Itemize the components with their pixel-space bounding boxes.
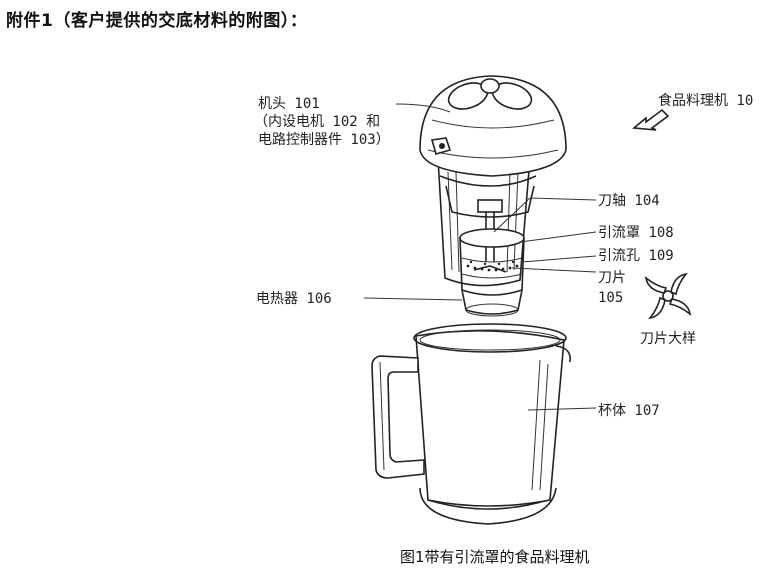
label-cup: 杯体 107 [598,403,660,419]
label-blade-detail: 刀片大样 [640,331,696,347]
label-shaft: 刀轴 104 [598,193,660,209]
page-heading: 附件1（客户提供的交底材料的附图）： [6,11,308,31]
label-hood: 引流罩 108 [598,225,674,241]
label-blade-number: 105 [598,290,624,306]
machine-head [419,75,567,287]
heater [461,289,523,317]
label-hole: 引流孔 109 [598,248,674,264]
label-heater: 电热器 106 [256,291,332,307]
figure-caption: 图1带有引流罩的食品料理机 [400,548,590,566]
leader-lines [363,103,597,411]
label-head-motor: （内设电机 102 和 [254,114,381,130]
cup-body [371,323,572,525]
label-head: 机头 101 [258,96,320,112]
label-blade: 刀片 [598,270,626,286]
machine-arrow-icon [632,108,670,131]
blade [473,265,507,273]
label-machine: 食品料理机 10 [658,93,754,109]
blade-detail [644,272,692,320]
label-head-controller: 电路控制器件 103） [258,132,390,148]
